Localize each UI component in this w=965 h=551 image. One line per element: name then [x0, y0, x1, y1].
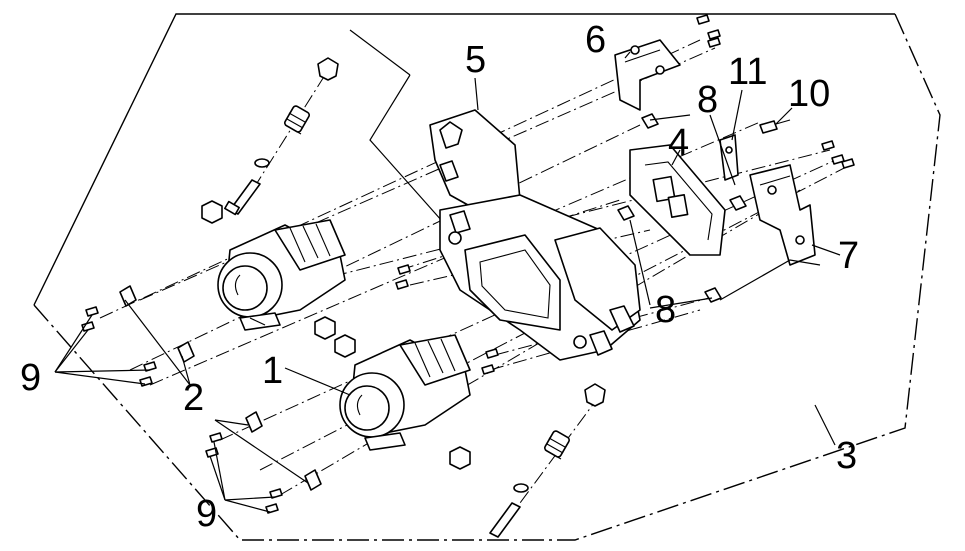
callout-9-lower: 9: [196, 493, 217, 535]
screws-bracket-top: [696, 14, 721, 48]
bracket-left-2: [177, 341, 195, 363]
bracket-left-4: [304, 469, 322, 491]
callout-5: 5: [465, 39, 486, 81]
callout-1-upper: 1: [262, 350, 283, 392]
callout-9-upper: 9: [20, 357, 41, 399]
callout-8-lower: 8: [655, 289, 676, 331]
leader-lines: [54, 51, 841, 513]
callout-6: 6: [585, 19, 606, 61]
callout-labels: 1 1 2 2 3 4 5 6 7 8 8 9 9 10 11: [20, 19, 859, 535]
bracket-left-1: [119, 285, 137, 307]
screws-bracket-right: [821, 140, 855, 169]
adjuster-upper: [224, 57, 339, 216]
callout-7: 7: [838, 235, 859, 277]
headlamp-lower: [339, 334, 471, 451]
bracket-top: [614, 39, 681, 111]
adjuster-lower: [489, 383, 606, 538]
bolt: [759, 119, 791, 134]
callout-2-upper: 2: [183, 377, 204, 419]
leader-adjuster-upper-2: [369, 74, 451, 231]
assembly-boundary: [33, 13, 941, 541]
screw-group-lower: [205, 432, 283, 514]
screw-group-upper: [81, 306, 157, 387]
nut-2: [314, 316, 336, 340]
callout-10: 10: [788, 73, 830, 115]
callout-11: 11: [728, 51, 767, 93]
leader-adjuster-upper: [349, 29, 411, 76]
main-housing: [429, 109, 641, 361]
headlamp-upper: [217, 219, 346, 331]
nut-4: [449, 446, 471, 470]
control-module: [617, 113, 747, 303]
bracket-left-3: [245, 411, 263, 433]
bracket-right: [749, 164, 816, 266]
callout-8-upper: 8: [697, 79, 718, 121]
strap: [719, 134, 739, 181]
nut-3: [334, 334, 356, 358]
nut-1: [201, 200, 223, 224]
callout-4: 4: [668, 122, 689, 164]
screws-center: [395, 264, 499, 375]
callout-3: 3: [836, 435, 857, 477]
